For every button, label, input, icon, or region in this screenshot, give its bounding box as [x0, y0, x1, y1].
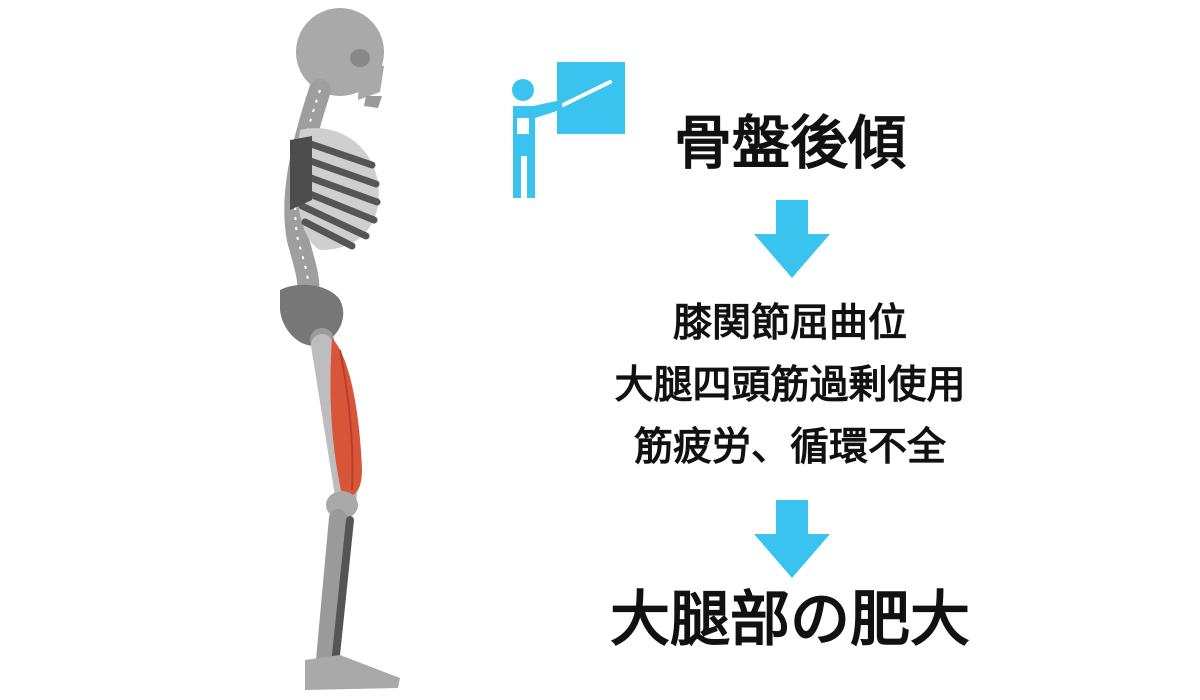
presenter-icon [512, 62, 625, 198]
step-top-title: 骨盤後傾 [673, 109, 906, 177]
step-middle-line-3: 筋疲労、循環不全 [633, 425, 946, 470]
step-bottom-title: 大腿部の肥大 [610, 585, 970, 655]
skeleton-illustration [280, 8, 400, 690]
step-middle-line-1: 膝関節屈曲位 [672, 301, 907, 346]
step-middle-line-2: 大腿四頭筋過剰使用 [614, 363, 966, 408]
arrow-down-icon [754, 500, 830, 578]
arrow-down-icon [754, 200, 830, 278]
